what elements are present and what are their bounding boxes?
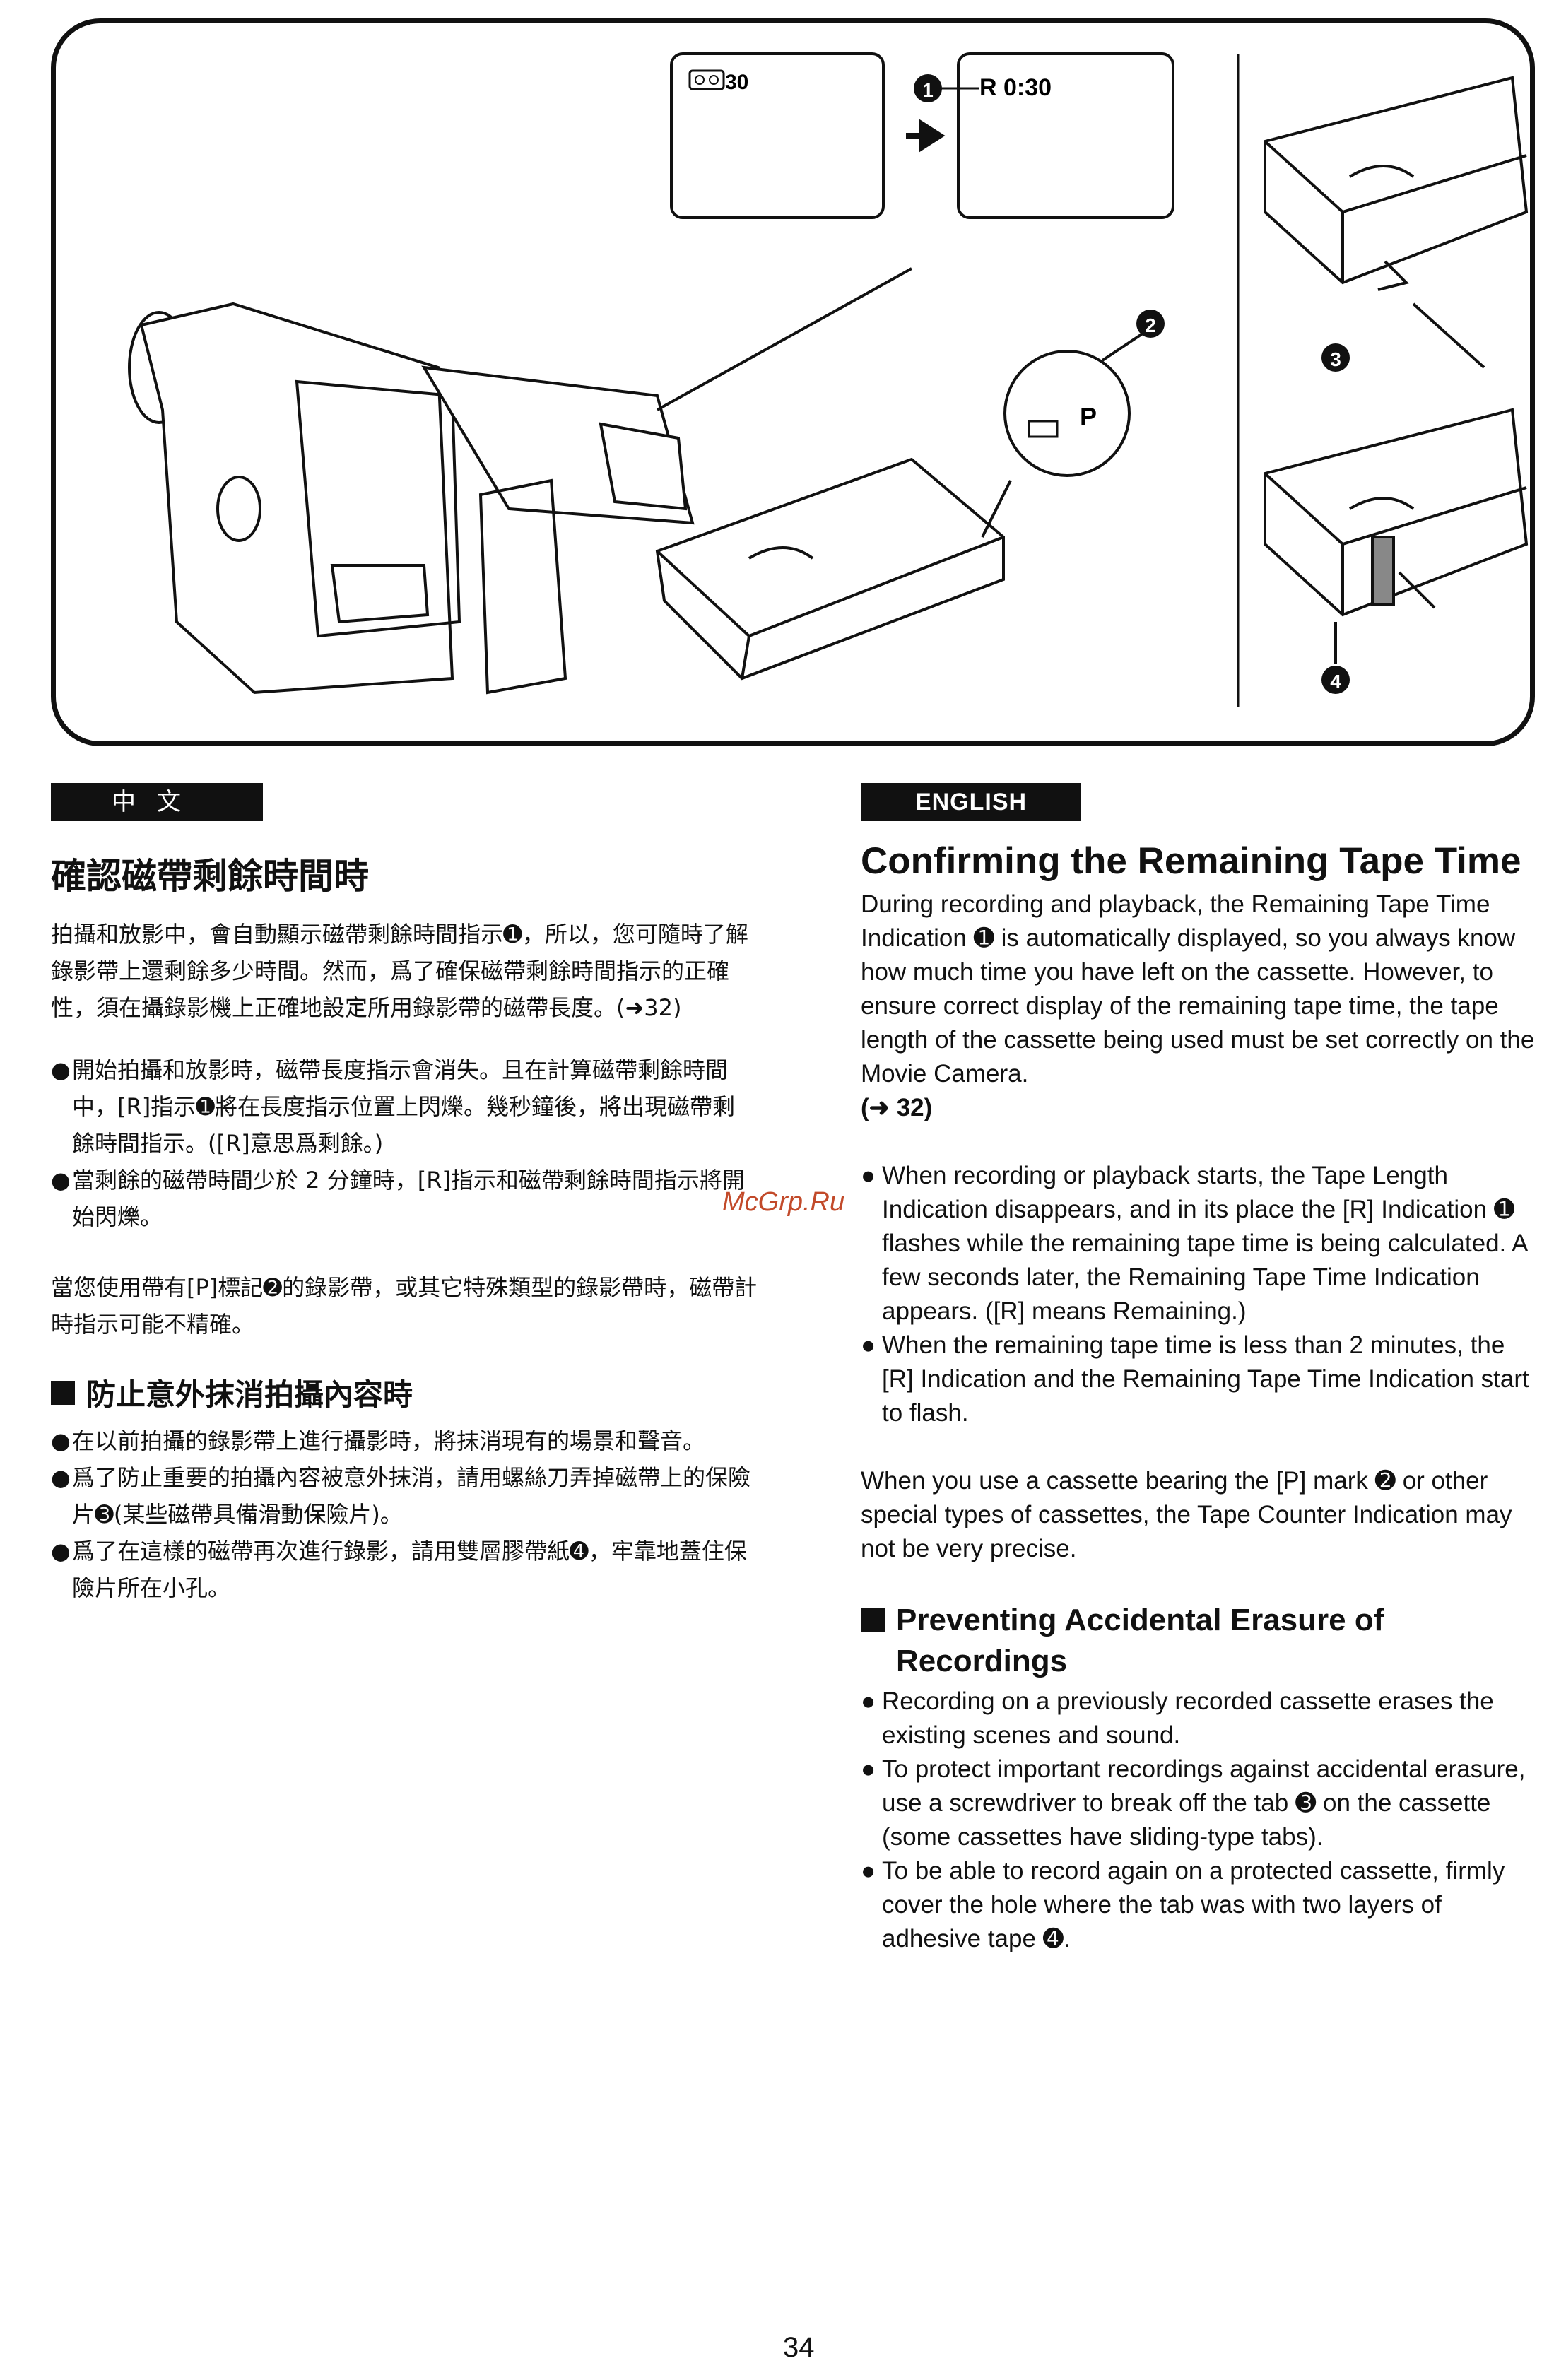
english-title: Confirming the Remaining Tape Time — [861, 840, 1521, 882]
list-item: ●當剩餘的磁帶時間少於 2 分鐘時，[R]指示和磁帶剩餘時間指示將開始閃爍。 — [51, 1167, 745, 1230]
list-item: ●開始拍攝和放影時，磁帶長度指示會消失。且在計算磁帶剩餘時間中，[R]指示➊將在… — [51, 1056, 736, 1157]
lcd-screen-before — [670, 52, 885, 219]
callout-3-icon: ➌ — [1295, 1789, 1317, 1817]
english-column: ENGLISH Confirming the Remaining Tape Ti… — [861, 783, 1539, 1956]
cassette-tab-break-drawing — [1264, 76, 1529, 369]
callout-2-icon — [1136, 310, 1165, 338]
square-bullet-icon — [51, 1380, 75, 1405]
chinese-tab: 中文 — [51, 783, 263, 821]
callout-2-icon: ➋ — [263, 1274, 283, 1301]
cassette-p-mark-drawing — [655, 331, 1146, 681]
list-item: ●爲了防止重要的拍攝內容被意外抹消，請用螺絲刀弄掉磁帶上的保險片➌(某些磁帶具備… — [51, 1464, 751, 1528]
illustration-frame — [51, 18, 1535, 746]
watermark: McGrp.Ru — [722, 1187, 845, 1217]
list-item: ●To be able to record again on a protect… — [861, 1857, 1505, 1952]
arrow-right-icon — [906, 119, 946, 153]
english-erase-list: ●Recording on a previously recorded cass… — [861, 1685, 1539, 1956]
list-item: ●Recording on a previously recorded cass… — [861, 1687, 1494, 1749]
english-p-mark-note: When you use a cassette bearing the [P] … — [861, 1467, 1512, 1562]
callout-4-icon: ➍ — [570, 1538, 589, 1565]
chinese-intro: 拍攝和放影中，會自動顯示磁帶剩餘時間指示➊，所以，您可隨時了解錄影帶上還剩餘多少… — [51, 921, 748, 1021]
cassette-icon — [688, 69, 725, 90]
english-tab: ENGLISH — [861, 783, 1081, 821]
chinese-title: 確認磁帶剩餘時間時 — [51, 856, 369, 897]
callout-1-icon: ➊ — [973, 924, 994, 952]
callout-1-icon — [914, 74, 942, 102]
callout-4-icon: ➍ — [1042, 1925, 1064, 1952]
chinese-column: 中文 確認磁帶剩餘時間時 拍攝和放影中，會自動顯示磁帶剩餘時間指示➊，所以，您可… — [51, 783, 758, 1606]
callout-1-icon: ➊ — [503, 921, 522, 948]
svg-text:2: 2 — [1145, 314, 1156, 336]
chinese-bullet-list: ●開始拍攝和放影時，磁帶長度指示會消失。且在計算磁帶剩餘時間中，[R]指示➊將在… — [51, 1051, 758, 1235]
svg-text:1: 1 — [922, 79, 934, 101]
svg-text:4: 4 — [1330, 671, 1341, 693]
lcd-screen-after — [957, 52, 1174, 219]
lcd-right-counter: R 0:30 — [979, 74, 1052, 101]
callout-1-icon: ➊ — [196, 1093, 216, 1120]
lcd-left-counter: 30 — [725, 71, 748, 94]
cassette-tape-cover-drawing — [1264, 408, 1529, 664]
illustration: 30 R 0:30 1 P 2 — [128, 52, 1529, 707]
chinese-subheading: 防止意外抹消拍攝內容時 — [51, 1371, 758, 1414]
callout-1-icon: ➊ — [1493, 1196, 1515, 1223]
english-intro: During recording and playback, the Remai… — [861, 890, 1535, 1088]
english-intro-ref: (➜ 32) — [861, 1094, 933, 1121]
list-item: ●When recording or playback starts, the … — [861, 1162, 1527, 1325]
p-tab-icon — [1028, 420, 1059, 438]
camcorder-drawing — [128, 267, 912, 695]
p-mark-label: P — [1080, 402, 1097, 431]
english-subheading: Preventing Accidental Erasure of Recordi… — [861, 1600, 1539, 1682]
callout-4-icon — [1321, 666, 1350, 694]
page-number: 34 — [783, 2332, 815, 2363]
callout-2-icon: ➋ — [1374, 1467, 1396, 1495]
chinese-erase-list: ●在以前拍攝的錄影帶上進行攝影時，將抹消現有的場景和聲音。 ●爲了防止重要的拍攝… — [51, 1422, 758, 1606]
list-item: ●爲了在這樣的磁帶再次進行錄影，請用雙層膠帶紙➍，牢靠地蓋住保險片所在小孔。 — [51, 1538, 747, 1601]
english-bullet-list: ●When recording or playback starts, the … — [861, 1159, 1539, 1430]
callout-3-icon — [1321, 343, 1350, 372]
callout-3-icon: ➌ — [95, 1501, 114, 1528]
svg-text:3: 3 — [1330, 348, 1341, 370]
square-bullet-icon — [861, 1608, 885, 1632]
list-item: ●When the remaining tape time is less th… — [861, 1331, 1529, 1427]
list-item: ●在以前拍攝的錄影帶上進行攝影時，將抹消現有的場景和聲音。 — [51, 1427, 706, 1454]
chinese-p-mark-note: 當您使用帶有[P]標記➋的錄影帶，或其它特殊類型的錄影帶時，磁帶計時指示可能不精… — [51, 1274, 758, 1338]
list-item: ●To protect important recordings against… — [861, 1755, 1526, 1851]
